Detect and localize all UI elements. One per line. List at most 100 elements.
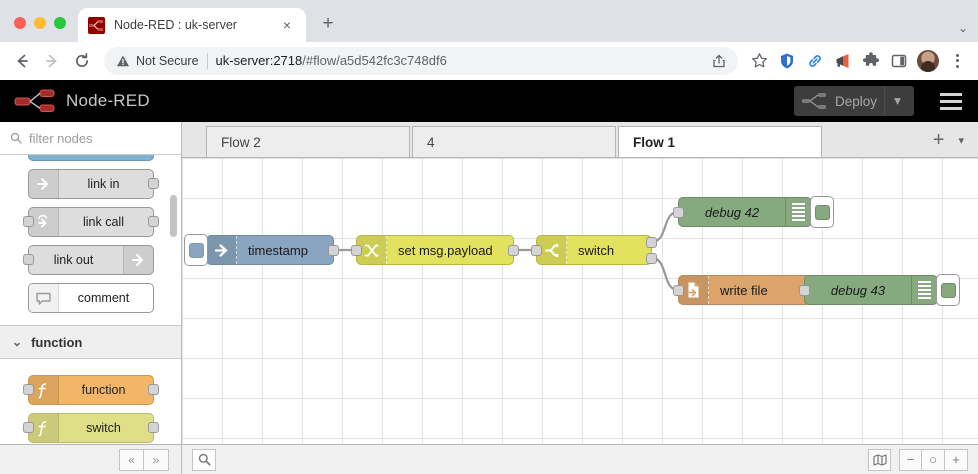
shield-extension-icon[interactable] xyxy=(774,48,800,74)
switch-node[interactable]: switch xyxy=(531,235,657,265)
forward-icon xyxy=(38,47,66,75)
node-input-port[interactable] xyxy=(799,285,810,296)
debug-toggle-button[interactable] xyxy=(936,274,960,306)
node-output-port[interactable] xyxy=(328,245,339,256)
palette-node-link-in[interactable]: link in xyxy=(27,169,159,199)
flow-tab-flow-1[interactable]: Flow 1 xyxy=(618,126,822,157)
node-input-port[interactable] xyxy=(22,216,34,227)
flow-tab-flow-2[interactable]: Flow 2 xyxy=(206,126,410,157)
flow-tab-label: 4 xyxy=(427,134,435,150)
node-input-port[interactable] xyxy=(673,207,684,218)
debug-node-42[interactable]: debug 42 xyxy=(673,196,834,228)
profile-avatar[interactable] xyxy=(917,49,939,72)
node-output-port[interactable] xyxy=(508,245,519,256)
node-output-port[interactable] xyxy=(147,384,159,395)
palette-node-comment[interactable]: comment xyxy=(27,283,154,313)
palette-footer: « » xyxy=(0,445,182,474)
url-host: uk-server:2718 xyxy=(215,53,303,68)
new-tab-button[interactable]: + xyxy=(322,13,334,34)
flow-tab-label: Flow 2 xyxy=(221,134,261,150)
function-f-icon xyxy=(28,376,59,404)
palette-node-label: switch xyxy=(86,421,121,435)
palette-category-function[interactable]: ⌄ function xyxy=(0,325,181,359)
share-icon[interactable] xyxy=(710,52,728,70)
arrow-right-icon xyxy=(207,236,237,264)
expand-all-icon[interactable]: » xyxy=(144,448,169,471)
palette-node-clipped[interactable] xyxy=(27,155,154,161)
link-icon xyxy=(122,246,153,274)
zoom-reset-button[interactable]: ○ xyxy=(922,448,945,471)
close-window-button[interactable] xyxy=(14,17,26,29)
node-input-port[interactable] xyxy=(22,254,34,265)
link-extension-icon[interactable] xyxy=(802,48,828,74)
omnibox-divider xyxy=(206,52,208,69)
kebab-menu-icon[interactable] xyxy=(944,48,970,74)
hamburger-menu-icon[interactable] xyxy=(932,87,970,116)
puzzle-extensions-icon[interactable] xyxy=(858,48,884,74)
debug-toggle-button[interactable] xyxy=(810,196,834,228)
file-node[interactable]: write file xyxy=(673,275,817,305)
side-panel-icon[interactable] xyxy=(886,48,912,74)
palette-scroll-area[interactable]: link in link call link out xyxy=(0,155,181,472)
debug-node-label: debug 42 xyxy=(704,204,760,220)
browser-toolbar: Not Secure uk-server:2718/#flow/a5d542fc… xyxy=(0,42,978,80)
deploy-button[interactable]: Deploy ▾ xyxy=(793,86,914,116)
palette-node-link-call[interactable]: link call xyxy=(22,207,159,237)
reload-icon[interactable] xyxy=(68,47,96,75)
close-tab-icon[interactable]: × xyxy=(282,17,292,33)
zoom-out-button[interactable]: − xyxy=(899,448,922,471)
collapse-all-icon[interactable]: « xyxy=(119,448,144,471)
url-path: /#flow/a5d542fc3c748df6 xyxy=(302,53,447,68)
add-flow-button[interactable]: + xyxy=(932,129,945,151)
inject-node[interactable]: timestamp xyxy=(184,234,339,266)
change-node[interactable]: set msg.payload xyxy=(351,235,519,265)
node-input-port[interactable] xyxy=(351,245,362,256)
zoom-in-button[interactable]: + xyxy=(945,448,968,471)
debug-node-43[interactable]: debug 43 xyxy=(799,274,960,306)
palette-node-switch[interactable]: switch xyxy=(22,413,159,443)
navigator-map-icon[interactable] xyxy=(868,448,891,471)
maximize-window-button[interactable] xyxy=(54,17,66,29)
palette-node-label: link call xyxy=(83,215,124,229)
palette-scrollbar[interactable] xyxy=(170,195,177,237)
palette-node-link-out[interactable]: link out xyxy=(22,245,154,275)
comment-icon xyxy=(28,284,59,312)
node-output-port[interactable] xyxy=(147,178,159,189)
megaphone-extension-icon[interactable] xyxy=(830,48,856,74)
flow-list-caret-icon[interactable]: ▾ xyxy=(958,134,964,147)
node-output-port-1[interactable] xyxy=(646,237,657,248)
back-icon[interactable] xyxy=(8,47,36,75)
node-input-port[interactable] xyxy=(22,422,34,433)
link-icon xyxy=(28,170,59,198)
filter-nodes-input[interactable]: filter nodes xyxy=(0,122,181,155)
flow-tab-4[interactable]: 4 xyxy=(412,126,616,157)
workspace: filter nodes link in link call xyxy=(0,122,978,472)
node-input-port[interactable] xyxy=(673,285,684,296)
deploy-node-icon xyxy=(801,93,826,109)
node-palette: filter nodes link in link call xyxy=(0,122,182,472)
minimize-window-button[interactable] xyxy=(34,17,46,29)
node-red-logo: Node-RED xyxy=(14,88,150,114)
node-input-port[interactable] xyxy=(531,245,542,256)
deploy-caret-icon[interactable]: ▾ xyxy=(884,86,910,116)
flow-canvas[interactable]: timestamp set msg.payload xyxy=(182,158,978,472)
node-output-port[interactable] xyxy=(147,216,159,227)
inject-trigger-button[interactable] xyxy=(184,234,208,266)
security-indicator[interactable]: Not Secure xyxy=(116,54,199,68)
search-flows-button[interactable] xyxy=(192,448,216,471)
tabstrip-menu-icon[interactable]: ⌄ xyxy=(957,21,968,35)
node-input-port[interactable] xyxy=(22,384,34,395)
search-icon xyxy=(198,453,211,466)
chevron-down-icon: ⌄ xyxy=(12,335,23,349)
node-output-port[interactable] xyxy=(147,422,159,433)
browser-tabstrip: Node-RED : uk-server × + ⌄ xyxy=(0,0,978,42)
flow-tabbar: Flow 2 4 Flow 1 + ▾ xyxy=(182,122,978,158)
flow-tabbar-actions: + ▾ xyxy=(933,122,972,158)
address-bar[interactable]: Not Secure uk-server:2718/#flow/a5d542fc… xyxy=(104,46,738,75)
star-icon[interactable] xyxy=(746,48,772,74)
flow-editor: Flow 2 4 Flow 1 + ▾ xyxy=(182,122,978,472)
palette-node-function[interactable]: function xyxy=(22,375,159,405)
palette-node-label: link out xyxy=(53,253,94,267)
browser-tab-active[interactable]: Node-RED : uk-server × xyxy=(78,8,306,42)
node-output-port-2[interactable] xyxy=(646,253,657,264)
